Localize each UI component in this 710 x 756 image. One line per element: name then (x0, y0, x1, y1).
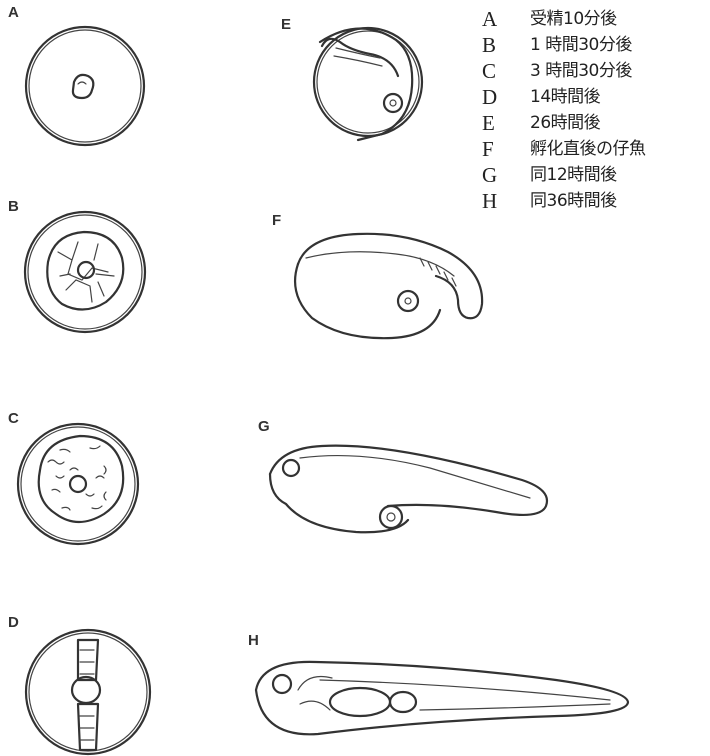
panel-label-a: A (8, 4, 19, 21)
panel-label-b: B (8, 198, 19, 215)
panel-label-f: F (272, 212, 281, 229)
legend: A 受精10分後 B 1 時間30分後 C 3 時間30分後 D 14時間後 E… (482, 6, 646, 214)
larva-g-drawing (270, 446, 547, 533)
legend-letter: C (482, 58, 530, 84)
legend-letter: G (482, 162, 530, 188)
legend-letter: A (482, 6, 530, 32)
legend-row-h: H 同36時間後 (482, 188, 646, 214)
legend-letter: E (482, 110, 530, 136)
egg-d-drawing (26, 630, 150, 754)
legend-text: 受精10分後 (530, 6, 617, 32)
panel-label-c: C (8, 410, 19, 427)
legend-row-d: D 14時間後 (482, 84, 646, 110)
panel-label-e: E (281, 16, 291, 33)
legend-letter: H (482, 188, 530, 214)
panel-label-h: H (248, 632, 259, 649)
egg-e-drawing (314, 28, 422, 140)
legend-letter: F (482, 136, 530, 162)
legend-letter: D (482, 84, 530, 110)
legend-row-c: C 3 時間30分後 (482, 58, 646, 84)
legend-text: 26時間後 (530, 110, 600, 136)
legend-text: 同12時間後 (530, 162, 617, 188)
egg-c-drawing (18, 424, 138, 544)
legend-text: 孵化直後の仔魚 (530, 136, 646, 162)
egg-b-drawing (25, 212, 145, 332)
legend-row-g: G 同12時間後 (482, 162, 646, 188)
legend-row-b: B 1 時間30分後 (482, 32, 646, 58)
egg-a-drawing (26, 27, 144, 145)
legend-text: 3 時間30分後 (530, 58, 632, 84)
legend-text: 1 時間30分後 (530, 32, 632, 58)
larva-f-drawing (295, 234, 482, 338)
legend-letter: B (482, 32, 530, 58)
larva-h-drawing (256, 662, 628, 734)
panel-label-d: D (8, 614, 19, 631)
legend-row-a: A 受精10分後 (482, 6, 646, 32)
legend-text: 同36時間後 (530, 188, 617, 214)
legend-row-e: E 26時間後 (482, 110, 646, 136)
legend-text: 14時間後 (530, 84, 600, 110)
panel-label-g: G (258, 418, 270, 435)
legend-row-f: F 孵化直後の仔魚 (482, 136, 646, 162)
